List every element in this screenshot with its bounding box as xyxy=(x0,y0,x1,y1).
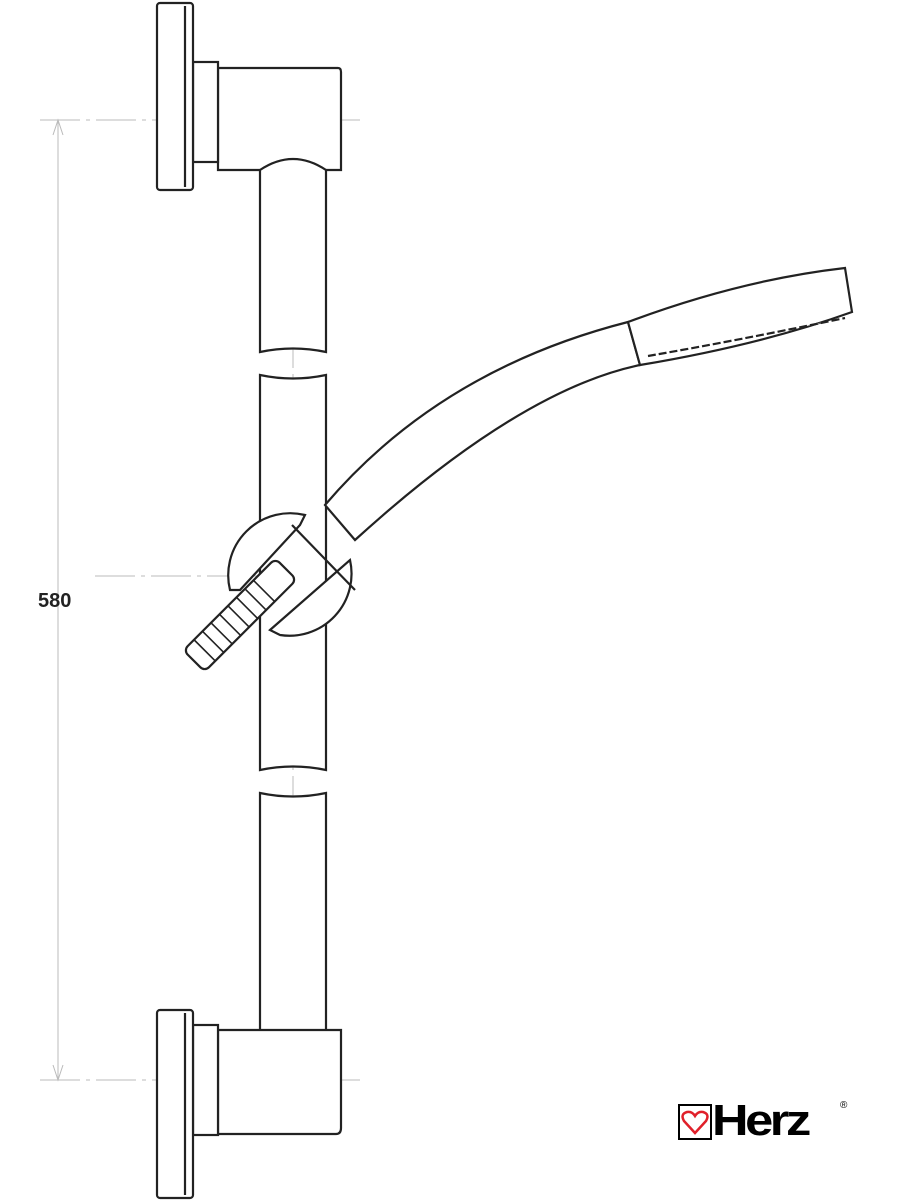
rail-assembly xyxy=(155,1,343,1200)
dimension-label: 580 xyxy=(38,590,72,612)
logo-wordmark: Herz xyxy=(712,1096,811,1145)
heart-icon xyxy=(678,1104,712,1140)
hand-shower xyxy=(184,266,854,671)
registered-mark: ® xyxy=(840,1100,848,1111)
herz-logo: Herz ® xyxy=(678,1096,848,1145)
